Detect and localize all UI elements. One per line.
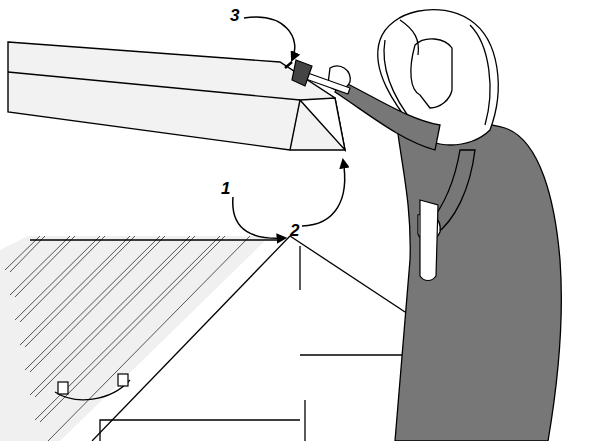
hammer-tool (292, 60, 438, 281)
roof-outline (30, 236, 455, 441)
ridge-cap (8, 42, 345, 150)
woman-figure (328, 10, 561, 441)
callout-number: 3 (230, 7, 239, 24)
callout-number: 2 (290, 222, 299, 239)
nail (285, 62, 292, 68)
callout-arrow (233, 17, 345, 238)
callout-number: 1 (221, 180, 230, 197)
cable-clips (55, 374, 130, 400)
roof-panels (0, 236, 270, 441)
